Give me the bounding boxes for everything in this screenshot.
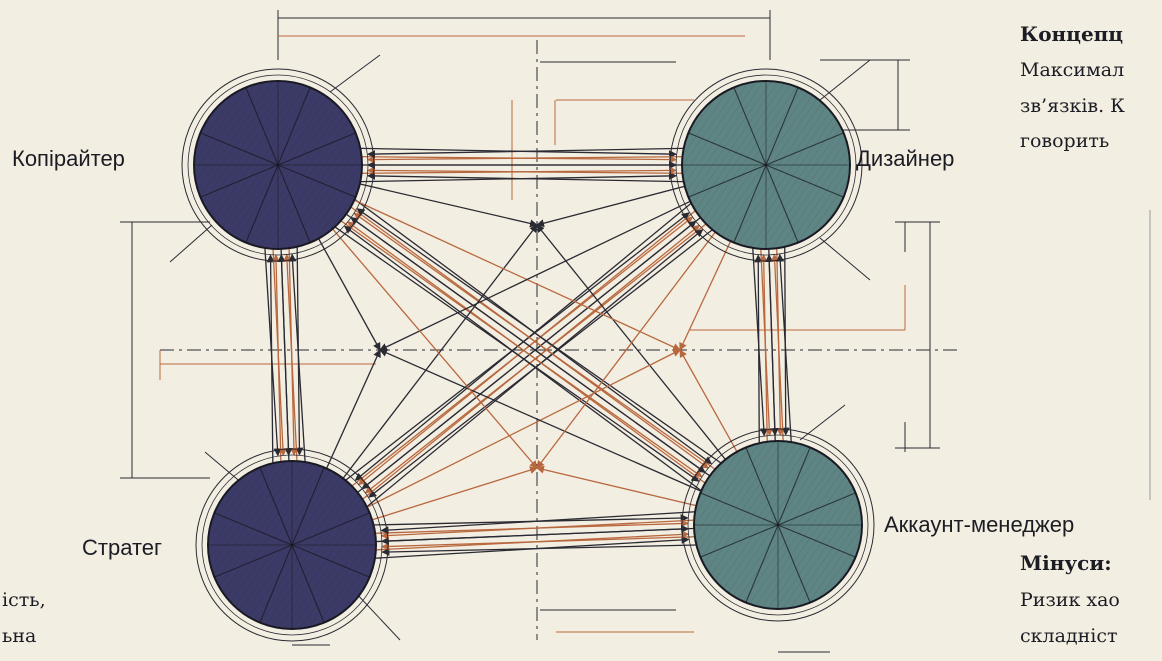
node-spoke — [200, 164, 279, 198]
node-spoke — [765, 164, 799, 243]
node-spoke — [291, 544, 325, 623]
role-nodes — [181, 68, 875, 642]
node-spoke — [277, 132, 356, 166]
left-text-line-1: ість, — [2, 589, 46, 611]
node-spoke — [700, 492, 779, 526]
node-spoke — [688, 132, 767, 166]
arrow-strategist-to-designer-4 — [305, 224, 700, 547]
node-copywriter — [181, 68, 375, 262]
concept-line-1: Максимал — [1020, 59, 1125, 81]
arrow-account-to-copywriter-4 — [353, 212, 776, 513]
node-spoke — [777, 447, 811, 526]
node-inner-ring — [187, 74, 369, 256]
node-spoke — [745, 524, 779, 603]
node-spoke — [259, 544, 293, 623]
arrow-strategist-to-designer-3 — [299, 220, 697, 540]
node-spoke — [245, 87, 279, 166]
node-outer-ring — [195, 448, 389, 642]
node-spoke — [245, 164, 279, 243]
arrow-strategist-to-designer-2 — [293, 216, 694, 533]
node-spoke — [745, 447, 779, 526]
node-spoke — [200, 132, 279, 166]
arrow-account-to-copywriter-5 — [356, 208, 781, 506]
arrow-copywriter-to-account-1 — [296, 155, 713, 465]
node-inner-ring — [675, 74, 857, 256]
node-outer-ring — [681, 428, 875, 622]
node-spoke — [733, 87, 767, 166]
node-spoke — [700, 524, 779, 558]
node-strategist — [195, 448, 389, 642]
node-spoke — [277, 164, 356, 198]
node-label-designer: Дизайнер — [856, 146, 955, 171]
arrow-copywriter-to-account-5 — [275, 184, 700, 482]
node-outer-ring — [181, 68, 375, 262]
arrow-designer-to-strategist-5 — [354, 156, 748, 481]
node-label-copywriter: Копірайтер — [12, 146, 125, 171]
node-spoke — [291, 544, 370, 578]
node-spoke — [765, 164, 844, 198]
node-spoke — [214, 512, 293, 546]
node-spoke — [259, 467, 293, 546]
node-spoke — [777, 524, 811, 603]
left-text-line-2: ьна — [2, 625, 37, 647]
node-spoke — [277, 87, 311, 166]
arrow-account-to-copywriter-2 — [347, 221, 766, 527]
cons-heading: Мінуси: — [1020, 551, 1112, 575]
node-outer-ring — [669, 68, 863, 262]
node-inner-ring — [687, 434, 869, 616]
node-spoke — [777, 524, 856, 558]
arrow-strategist-to-designer-5 — [310, 229, 704, 554]
node-designer — [669, 68, 863, 262]
concept-heading: Концепц — [1020, 22, 1124, 46]
node-spoke — [291, 512, 370, 546]
node-spoke — [291, 467, 325, 546]
arrow-account-to-copywriter-1 — [343, 225, 760, 535]
node-account — [681, 428, 875, 622]
arrow-strategist-to-designer-1 — [288, 212, 690, 526]
node-spoke — [688, 164, 767, 198]
cons-line-1: Ризик хао — [1020, 589, 1120, 611]
cons-line-2: складніст — [1020, 625, 1118, 647]
node-spoke — [733, 164, 767, 243]
node-spoke — [277, 164, 311, 243]
node-inner-ring — [201, 454, 383, 636]
node-spoke — [765, 87, 799, 166]
concept-line-2: зв’язків. К — [1020, 95, 1125, 117]
node-spoke — [765, 132, 844, 166]
node-label-account-manager: Аккаунт-менеджер — [884, 512, 1075, 537]
node-spoke — [214, 544, 293, 578]
node-label-strategist: Стратег — [82, 535, 163, 560]
node-spoke — [777, 492, 856, 526]
concept-line-3: говорить — [1020, 130, 1110, 152]
